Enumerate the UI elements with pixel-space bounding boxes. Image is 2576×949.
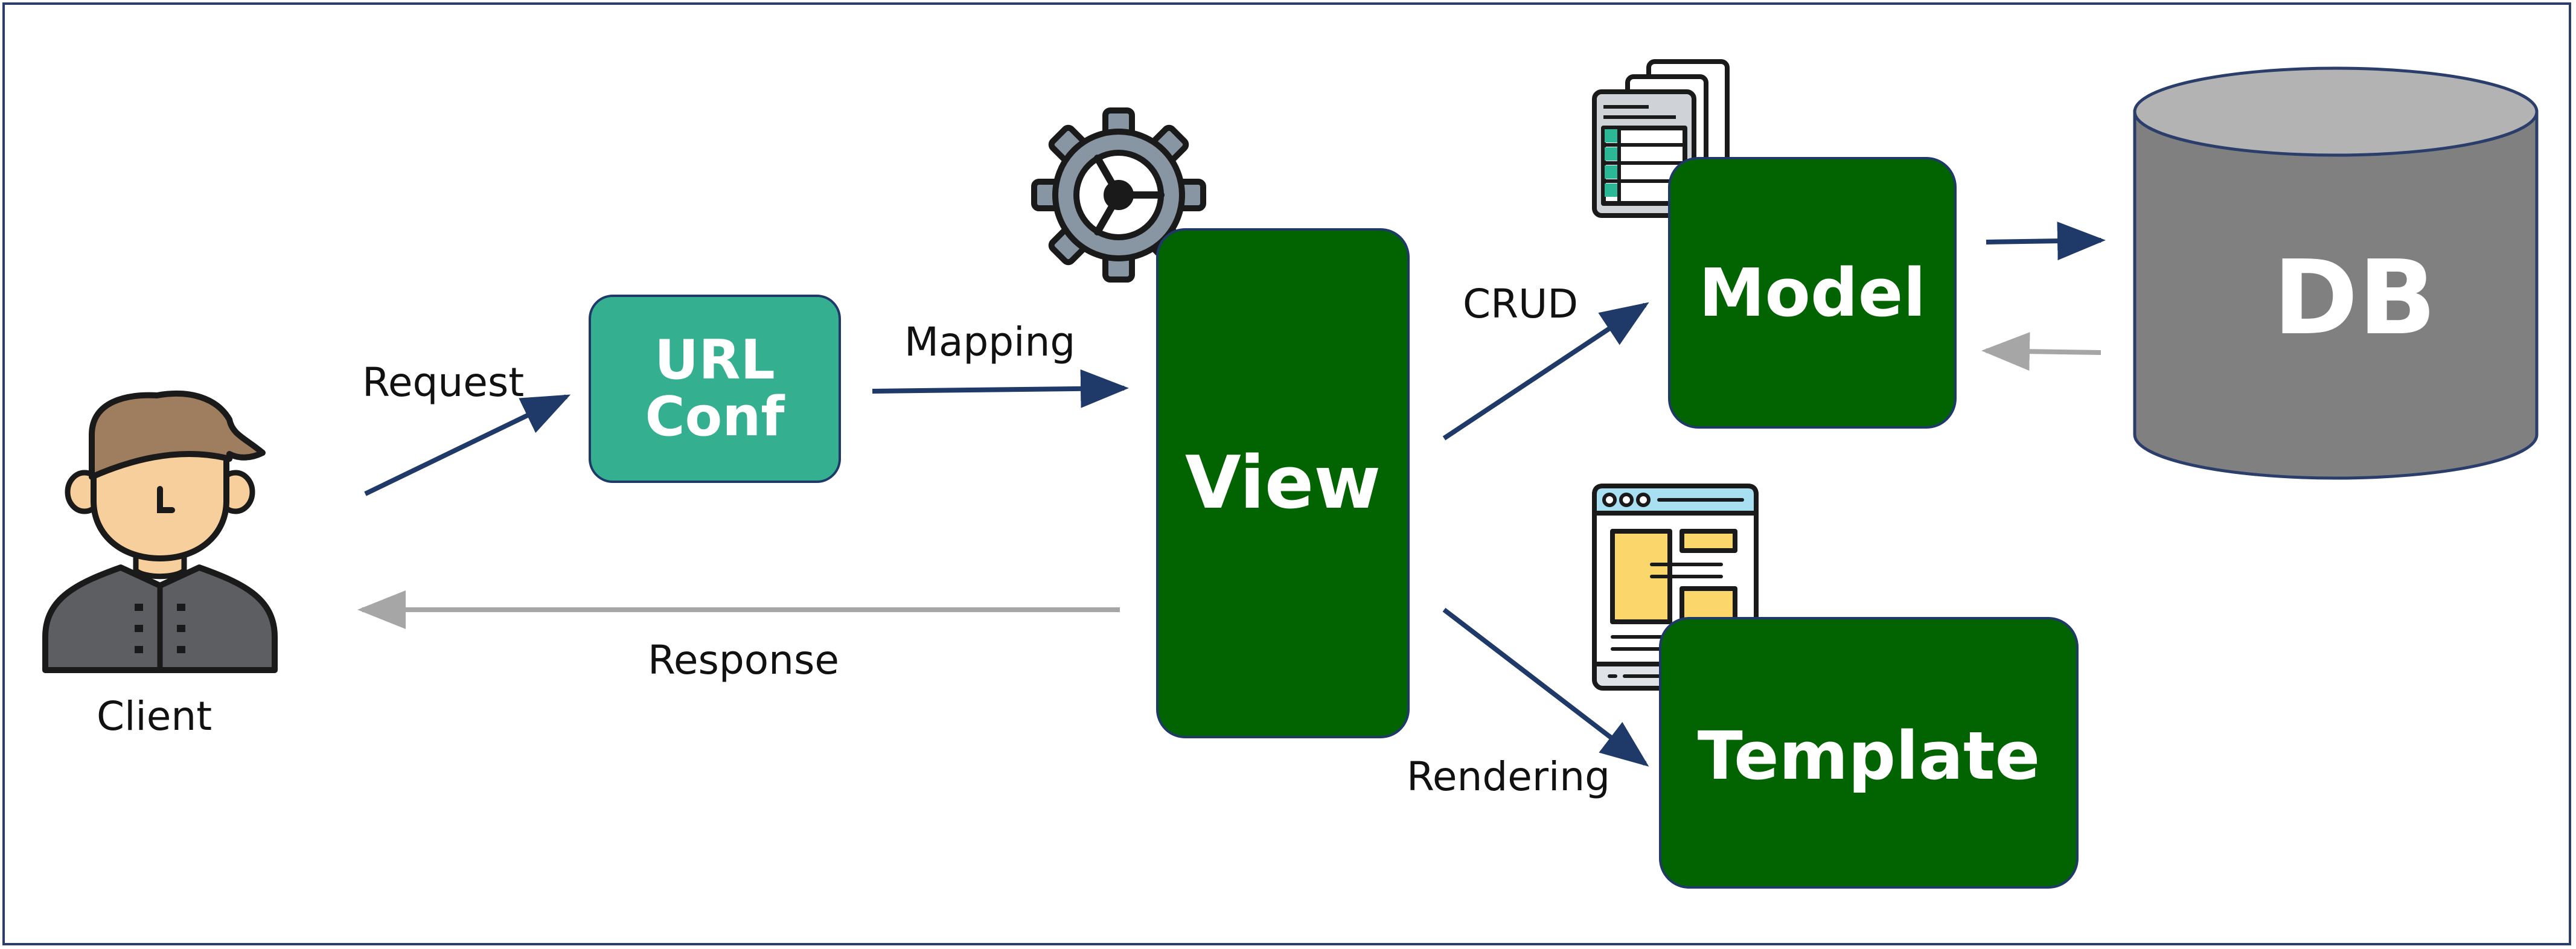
template-label: Template [1697,717,2041,794]
database-cylinder [2133,66,2539,480]
view-node: View [1156,228,1410,738]
response-label: Response [648,637,839,683]
model-node: Model [1668,157,1957,429]
rendering-label: Rendering [1407,753,1611,800]
url-conf-node: URL Conf [589,295,841,483]
url-conf-label: URL Conf [645,328,785,449]
db-label: DB [2273,238,2437,358]
model-to-db-arrow [1986,222,2106,261]
rendering-arrow [1442,607,1649,767]
mapping-label: Mapping [904,319,1076,365]
view-label: View [1184,441,1381,525]
client-label: Client [97,693,213,740]
person-icon [42,391,278,673]
crud-arrow [1442,302,1649,441]
template-node: Template [1659,617,2079,889]
request-label: Request [362,359,525,406]
db-to-model-arrow [1981,332,2101,371]
crud-label: CRUD [1463,281,1579,327]
mapping-arrow [872,369,1129,408]
model-label: Model [1698,254,1926,331]
request-arrow [364,394,571,496]
